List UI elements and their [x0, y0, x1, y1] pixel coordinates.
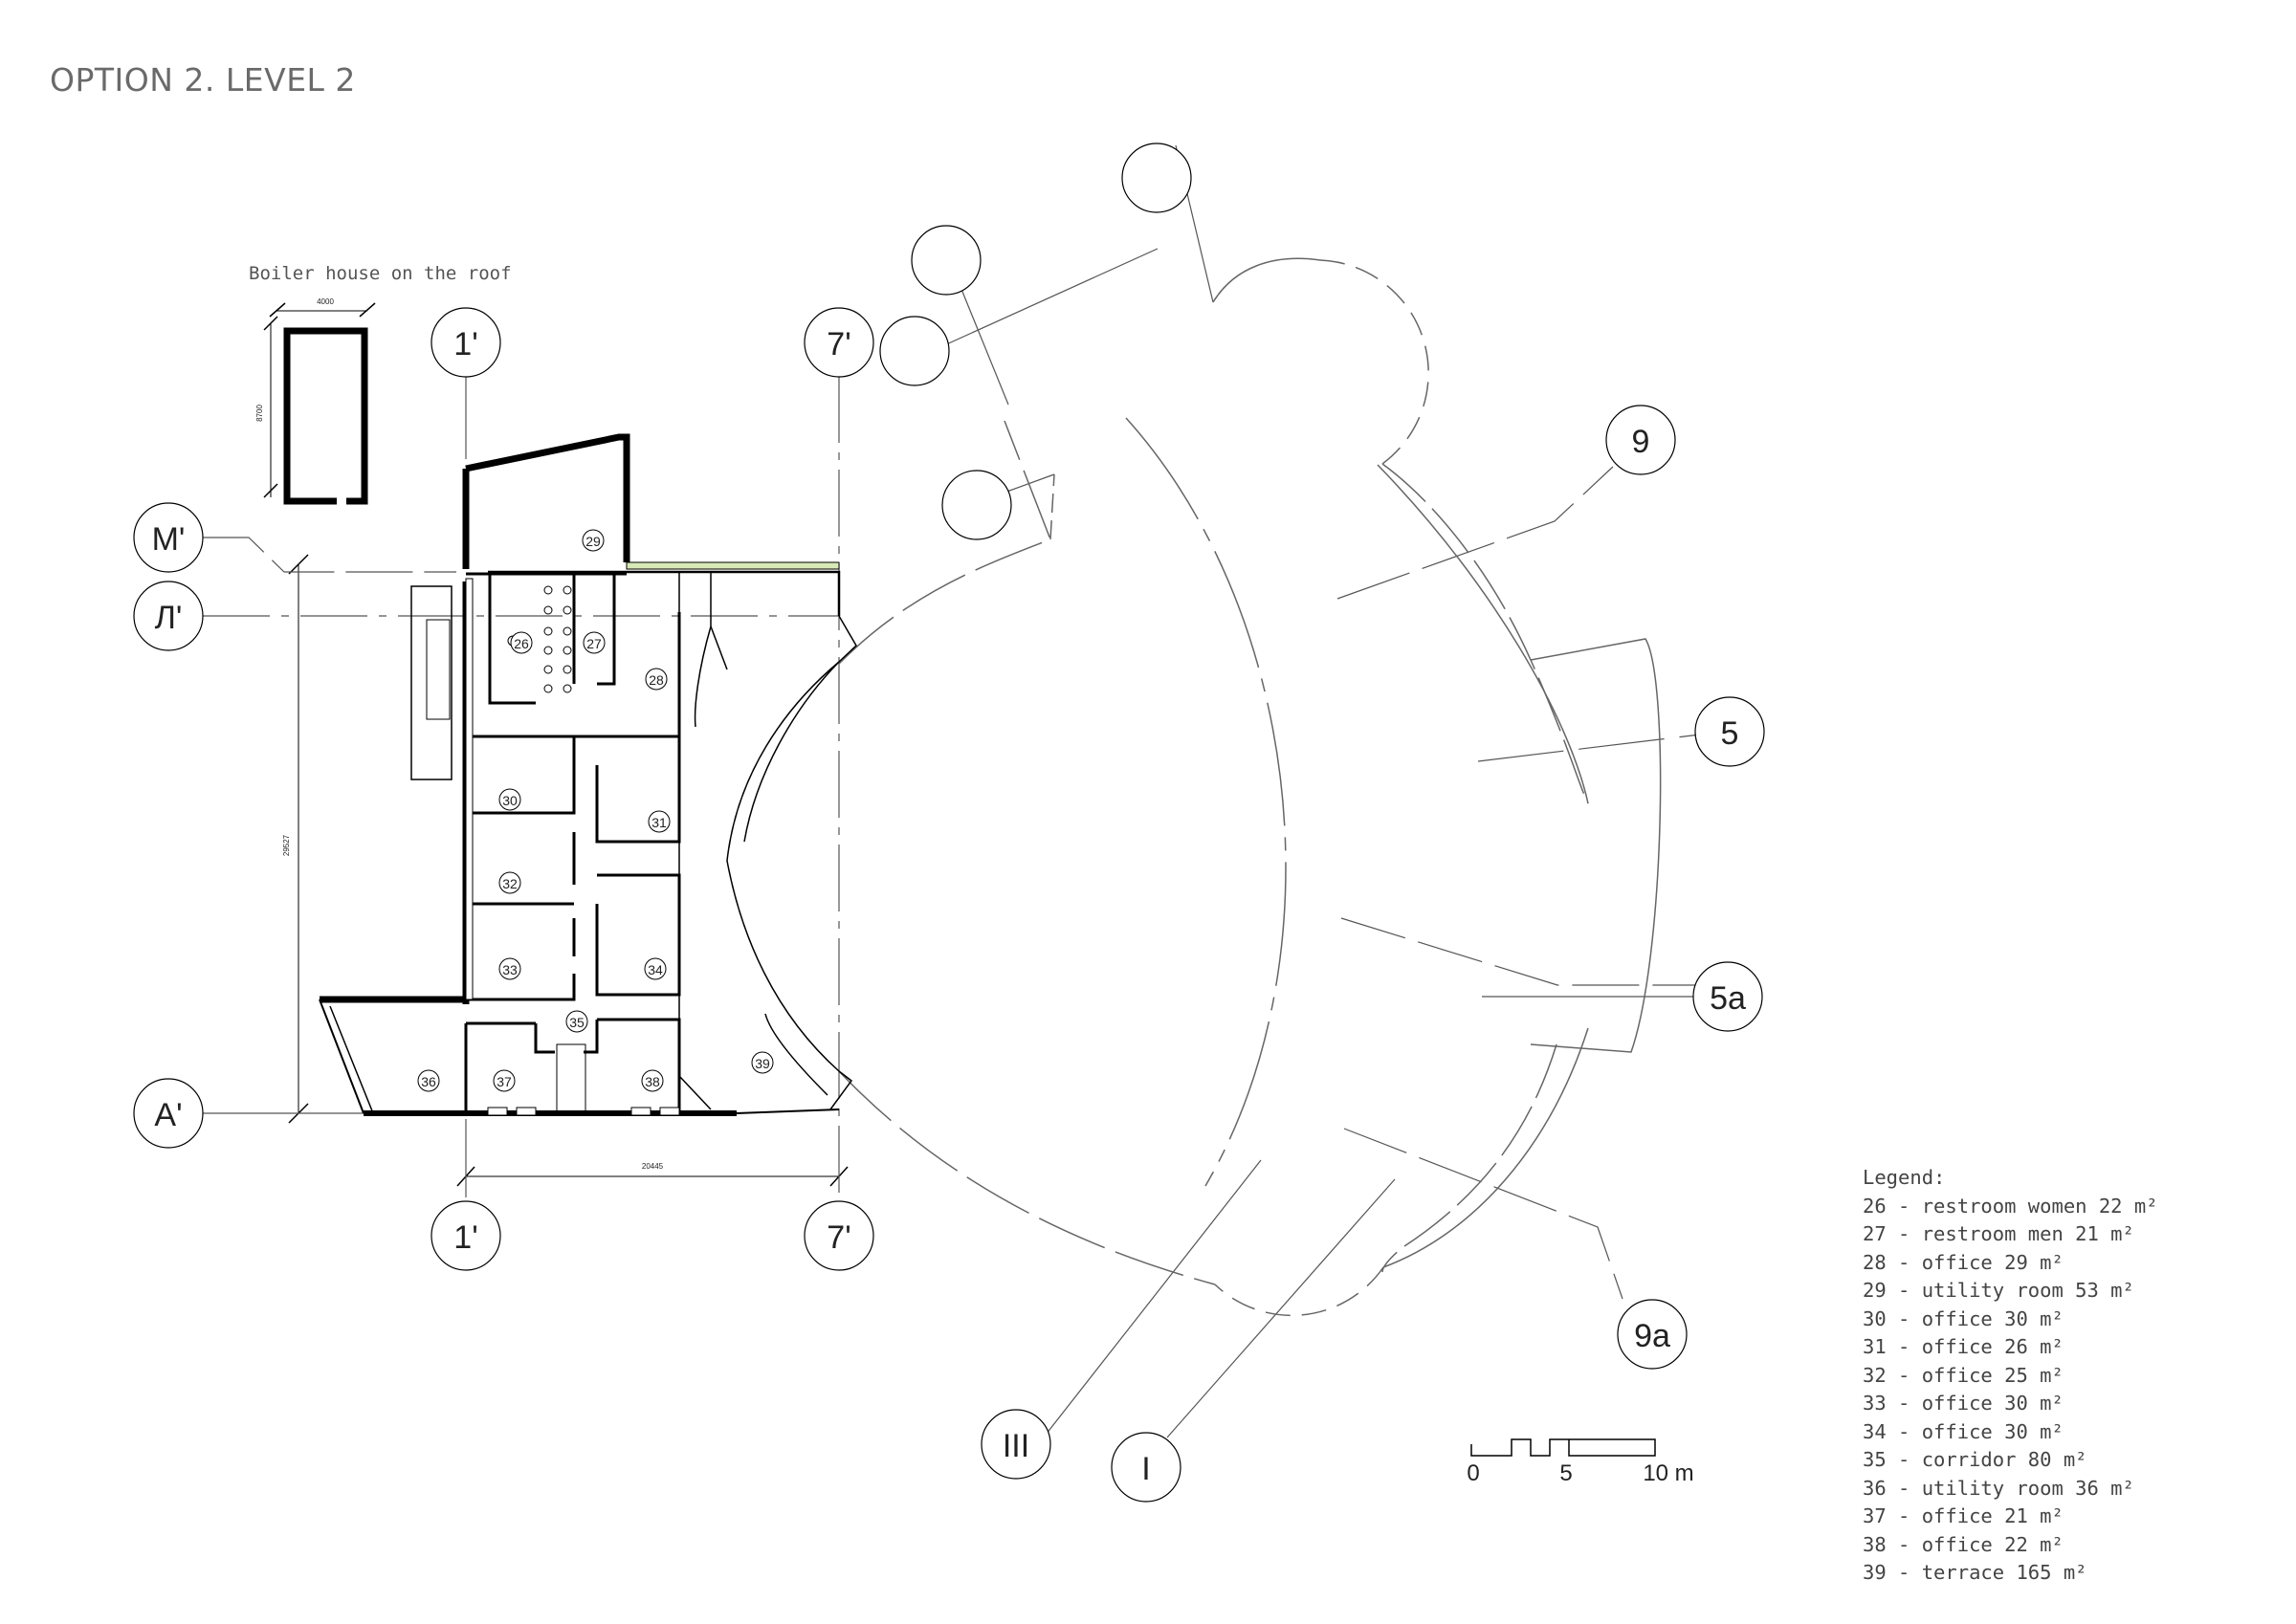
axis-top-1: 1': [430, 307, 501, 378]
room-38: 38: [641, 1069, 664, 1092]
axis-top-7: 7': [804, 307, 874, 378]
room-28: 28: [645, 668, 668, 691]
axis-9: 9: [1605, 405, 1676, 475]
legend-item: 27 - restroom men 21 m²: [1863, 1222, 2134, 1245]
legend-item: 28 - office 29 m²: [1863, 1250, 2064, 1274]
boiler-height-dim: 8700: [255, 405, 264, 422]
svg-text:1': 1': [453, 326, 477, 362]
axis-blank-2: [911, 225, 982, 296]
room-37: 37: [493, 1069, 516, 1092]
legend-heading: Legend:: [1863, 1166, 1946, 1189]
svg-text:33: 33: [502, 962, 518, 977]
scale-label-10: 10 m: [1643, 1460, 1693, 1486]
legend-item: 33 - office 30 m²: [1863, 1392, 2064, 1415]
legend-item: 39 - terrace 165 m²: [1863, 1561, 2087, 1584]
horizontal-dimension: 20445: [642, 1162, 664, 1171]
svg-text:36: 36: [421, 1074, 436, 1089]
room-26: 26: [510, 631, 533, 654]
svg-text:5a: 5a: [1710, 980, 1746, 1017]
legend-item: 36 - utility room 36 m²: [1863, 1476, 2134, 1500]
svg-text:М': М': [152, 521, 186, 558]
room-36: 36: [417, 1069, 440, 1092]
svg-text:39: 39: [755, 1056, 770, 1071]
svg-text:1': 1': [453, 1219, 477, 1256]
legend-item: 38 - office 22 m²: [1863, 1532, 2064, 1556]
legend-item: 30 - office 30 m²: [1863, 1306, 2064, 1330]
svg-text:5: 5: [1721, 715, 1739, 752]
dimension-lines: 29527 20445: [282, 554, 849, 1187]
axis-l: Л': [133, 581, 204, 651]
room-33: 33: [498, 957, 521, 980]
outer-structure: [838, 257, 1662, 1317]
glazing: [465, 561, 840, 1116]
legend-item: 31 - office 26 m²: [1863, 1335, 2064, 1358]
axis-blank-4: [941, 470, 1012, 540]
grid-lines: [203, 144, 1701, 1444]
svg-text:7': 7': [827, 1219, 850, 1256]
axis-m: М': [133, 502, 204, 573]
axis-bottom-7: 7': [804, 1200, 874, 1271]
svg-text:30: 30: [502, 793, 518, 808]
boiler-width-dim: 4000: [317, 297, 334, 306]
svg-text:37: 37: [497, 1074, 512, 1089]
svg-text:29: 29: [585, 534, 601, 549]
axis-a: А': [133, 1078, 204, 1149]
legend: Legend: 26 - restroom women 22 m² 27 - r…: [1863, 1164, 2158, 1588]
svg-text:I: I: [1141, 1451, 1150, 1487]
svg-text:А': А': [154, 1097, 182, 1133]
axis-blank-1: [1121, 143, 1192, 213]
grid-axis-bubbles: 1' 7' 1' 7' М' Л' А' 9 5 5a 9a III I: [133, 143, 1765, 1503]
svg-text:9a: 9a: [1634, 1318, 1670, 1354]
room-35: 35: [565, 1010, 588, 1033]
svg-text:35: 35: [569, 1015, 585, 1030]
scale-bar: 0 5 10 m: [1467, 1438, 1694, 1486]
axis-iii: III: [981, 1409, 1051, 1480]
svg-text:38: 38: [645, 1074, 660, 1089]
svg-text:9: 9: [1632, 424, 1650, 460]
room-39: 39: [751, 1051, 774, 1074]
room-31: 31: [648, 810, 671, 833]
axis-bottom-1: 1': [430, 1200, 501, 1271]
svg-text:26: 26: [514, 636, 529, 651]
room-labels: 26 27 28 29 30 31 32 33 34 35 36 37 38 3…: [417, 529, 774, 1092]
room-32: 32: [498, 871, 521, 894]
room-30: 30: [498, 788, 521, 811]
svg-text:Л': Л': [155, 600, 183, 636]
axis-blank-3: [879, 316, 950, 386]
legend-item: 34 - office 30 m²: [1863, 1419, 2064, 1443]
legend-item: 35 - corridor 80 m²: [1863, 1448, 2087, 1471]
room-29: 29: [582, 529, 605, 552]
scale-label-0: 0: [1467, 1460, 1479, 1486]
legend-item: 29 - utility room 53 m²: [1863, 1279, 2134, 1302]
legend-item: 37 - office 21 m²: [1863, 1504, 2064, 1527]
axis-5: 5: [1694, 696, 1765, 767]
svg-text:27: 27: [586, 636, 602, 651]
plan-title: OPTION 2. LEVEL 2: [50, 61, 356, 99]
svg-text:7': 7': [827, 326, 850, 362]
boiler-house: Boiler house on the roof 4000 8700: [249, 263, 512, 505]
legend-item: 26 - restroom women 22 m²: [1863, 1194, 2158, 1218]
svg-text:28: 28: [649, 672, 664, 688]
svg-text:III: III: [1003, 1428, 1029, 1464]
axis-5a: 5a: [1692, 961, 1763, 1032]
svg-text:32: 32: [502, 876, 518, 891]
scale-label-5: 5: [1559, 1460, 1572, 1486]
room-34: 34: [644, 957, 667, 980]
axis-9a: 9a: [1617, 1299, 1688, 1370]
vertical-dimension: 29527: [282, 834, 291, 856]
svg-text:31: 31: [651, 815, 667, 830]
axis-i: I: [1111, 1432, 1181, 1503]
svg-text:34: 34: [648, 962, 663, 977]
boiler-caption: Boiler house on the roof: [249, 263, 512, 284]
legend-item: 32 - office 25 m²: [1863, 1363, 2064, 1387]
room-27: 27: [583, 631, 606, 654]
